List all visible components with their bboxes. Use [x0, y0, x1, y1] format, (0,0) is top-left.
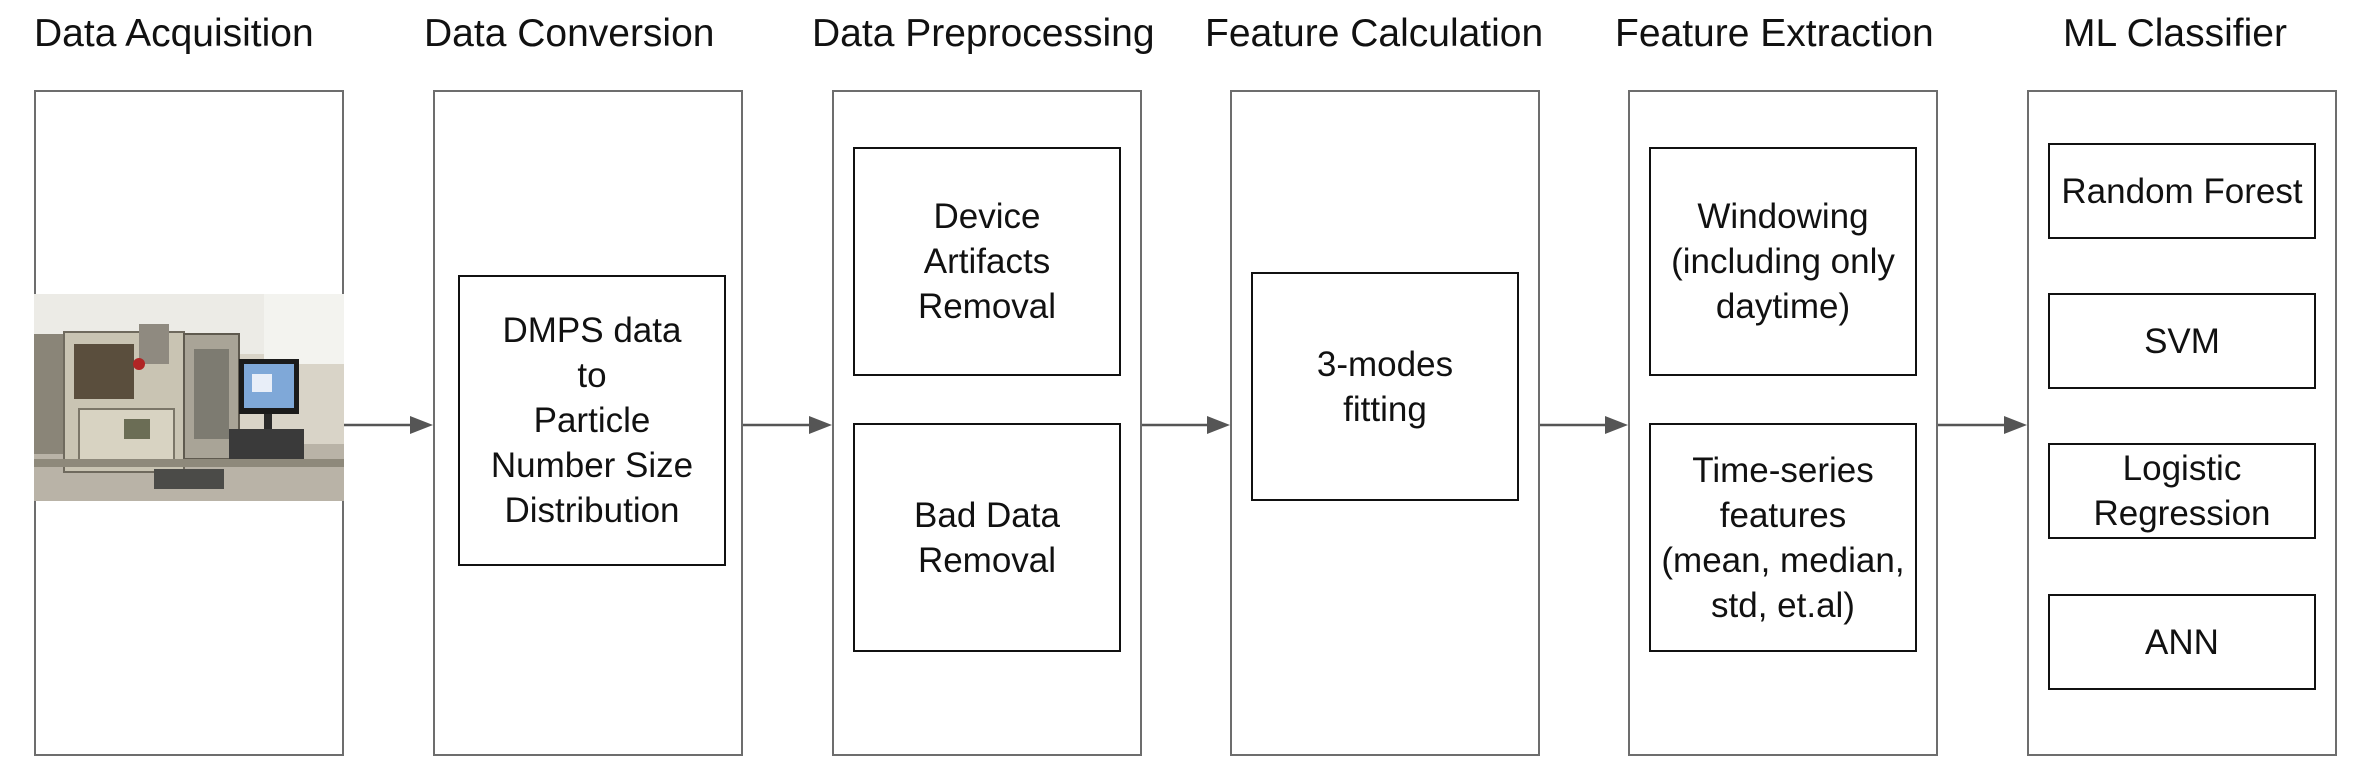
box-bad-data-removal: Bad Data Removal	[853, 423, 1121, 652]
box-random-forest: Random Forest	[2048, 143, 2316, 239]
stage-title-feature-extraction: Feature Extraction	[1615, 12, 1934, 55]
stage-title-feature-calculation: Feature Calculation	[1205, 12, 1544, 55]
box-windowing: Windowing (including only daytime)	[1649, 147, 1917, 376]
stage-title-data-acquisition: Data Acquisition	[34, 12, 314, 55]
stage-title-data-preprocessing: Data Preprocessing	[812, 12, 1155, 55]
box-svm: SVM	[2048, 293, 2316, 389]
box-dmps-to-pnsd: DMPS data to Particle Number Size Distri…	[458, 275, 726, 566]
arrow-calculation-to-extraction	[1540, 416, 1628, 434]
lab-instrument-photo	[34, 294, 344, 501]
arrow-preprocessing-to-calculation	[1142, 416, 1230, 434]
box-3-modes-fitting: 3-modes fitting	[1251, 272, 1519, 501]
box-logistic-regression: Logistic Regression	[2048, 443, 2316, 539]
arrow-acquisition-to-conversion	[344, 416, 433, 434]
arrow-extraction-to-classifier	[1938, 416, 2027, 434]
box-time-series-features: Time-series features (mean, median, std,…	[1649, 423, 1917, 652]
box-device-artifacts-removal: Device Artifacts Removal	[853, 147, 1121, 376]
stage-title-ml-classifier: ML Classifier	[2063, 12, 2287, 55]
box-ann: ANN	[2048, 594, 2316, 690]
arrow-conversion-to-preprocessing	[743, 416, 832, 434]
stage-title-data-conversion: Data Conversion	[424, 12, 715, 55]
